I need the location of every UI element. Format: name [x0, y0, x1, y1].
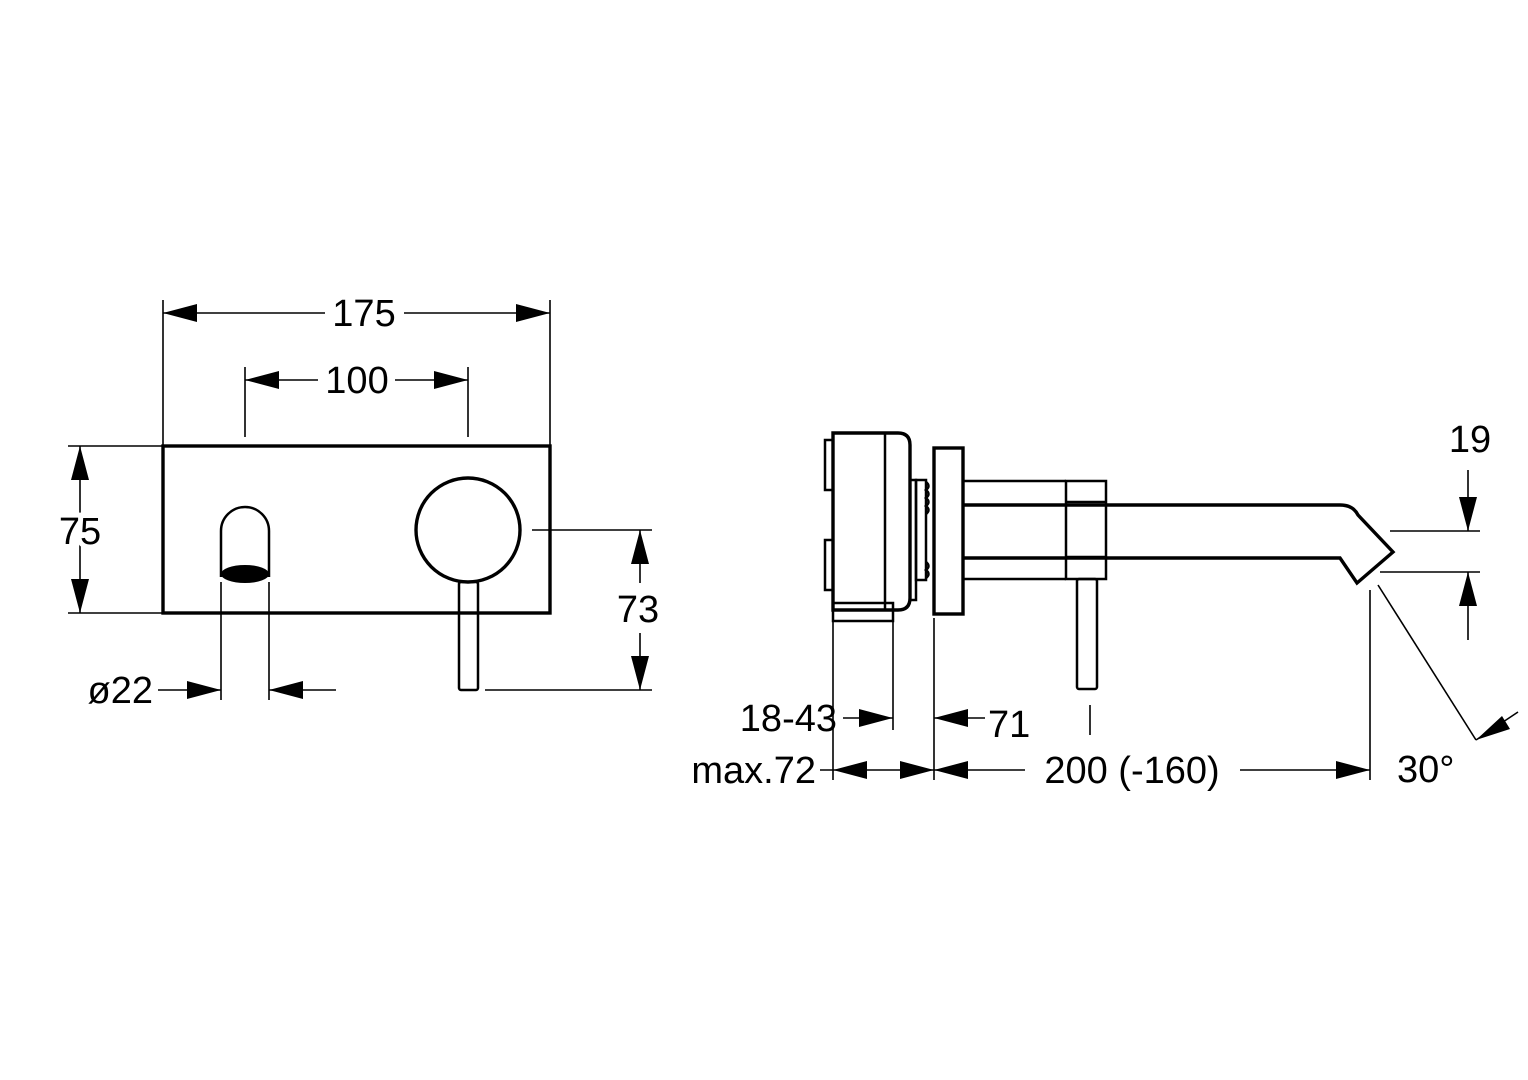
dim-75-label: 75: [59, 511, 101, 553]
dim-175-label: 175: [332, 293, 395, 335]
dim-19-label: 19: [1449, 419, 1491, 461]
dim-73-label: 73: [617, 589, 659, 631]
dim-diameter-22: ø22: [88, 582, 336, 712]
side-view: 18-43 71 max.72 200 (-160): [691, 419, 1519, 792]
lever-knob: [414, 476, 522, 584]
dim-18-43-label: 18-43: [740, 698, 837, 740]
dim-angle-30: 30°: [1377, 584, 1519, 791]
spout-outlet: [219, 505, 271, 577]
dim-100-label: 100: [325, 360, 388, 402]
dim-22-label: ø22: [88, 670, 153, 712]
concealed-body: [823, 431, 930, 623]
spout: [963, 503, 1396, 586]
mixer-body: [963, 479, 1108, 691]
spout-outlet-opening: [221, 565, 269, 583]
front-view: 175 100 75 73: [54, 293, 659, 712]
dim-spout-19: 19: [1380, 419, 1491, 640]
cover-plate-side: [932, 446, 965, 616]
dim-width-175: 175: [162, 293, 551, 446]
dim-spacing-100: 100: [244, 360, 469, 437]
dim-wall-adjust: 18-43: [740, 622, 894, 780]
dim-lever-73: 73: [485, 529, 659, 691]
dim-height-75: 75: [54, 445, 163, 614]
lever-handle-side: [1075, 577, 1099, 691]
dim-30-label: 30°: [1397, 749, 1454, 791]
dim-plate-71: 71: [933, 618, 1030, 780]
dim-71-label: 71: [988, 704, 1030, 746]
lever-handle: [457, 580, 480, 692]
dim-200-label: 200 (-160): [1044, 750, 1219, 792]
dim-projection-200: 200 (-160): [934, 590, 1371, 792]
dim-max-72: max.72: [691, 750, 934, 792]
dim-max72-label: max.72: [691, 750, 816, 792]
